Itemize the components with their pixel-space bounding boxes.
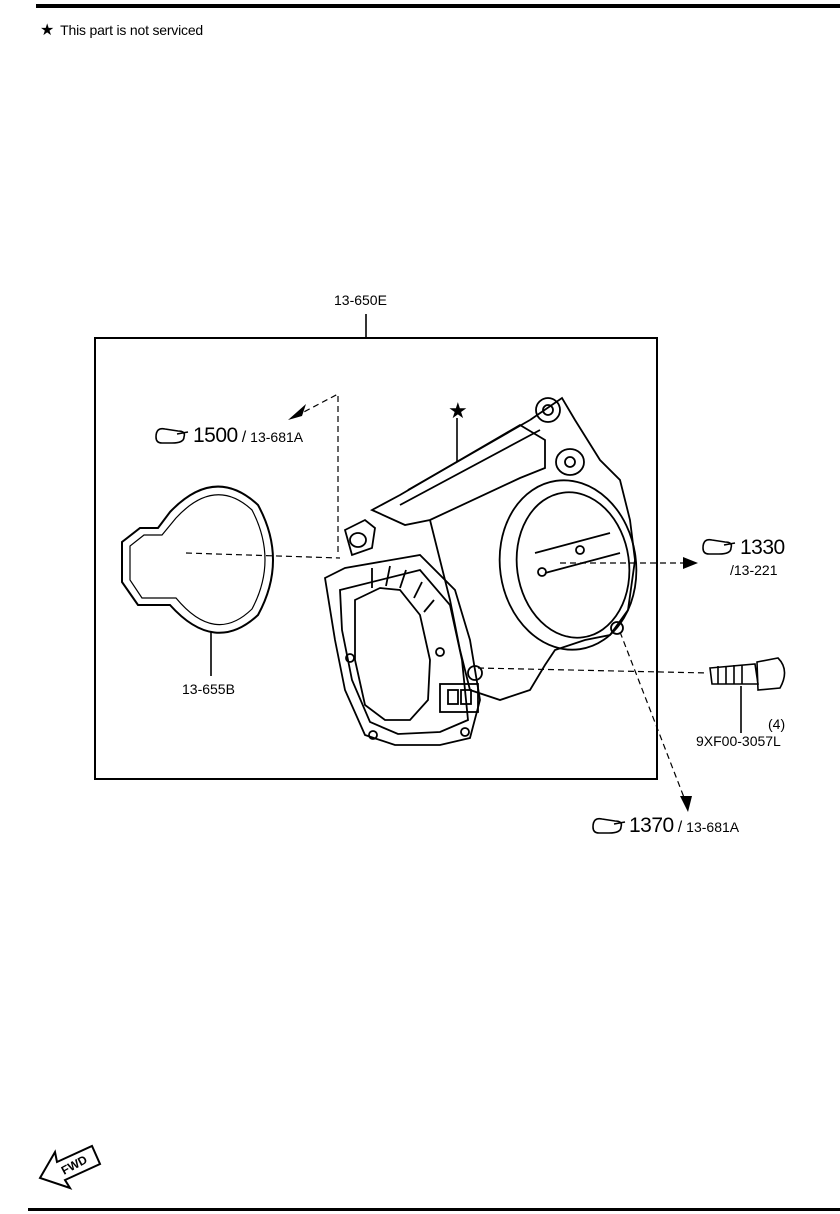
fwd-arrow-icon: FWD xyxy=(38,1144,102,1190)
ref-code: 13-681A xyxy=(250,429,304,445)
gasket-outline xyxy=(121,485,274,634)
throttle-body xyxy=(324,396,638,746)
legend-text: This part is not serviced xyxy=(60,22,203,38)
bolt-quantity: (4) xyxy=(768,716,786,732)
ref1-arrowhead xyxy=(288,404,306,420)
fwd-label: FWD xyxy=(59,1152,90,1177)
center-axis-line xyxy=(185,552,341,559)
ref-number: 1370 xyxy=(629,814,674,837)
ref2-arrowhead xyxy=(683,557,698,569)
ref-callout-1: 1500/13-681A xyxy=(193,424,304,447)
torque-icon xyxy=(155,427,189,444)
assembly-frame xyxy=(94,337,658,780)
assembly-part-number: 13-650E xyxy=(334,292,387,308)
not-serviced-star-icon: ★ xyxy=(448,399,468,424)
torque-icon xyxy=(592,817,626,834)
ref-code: 13-681A xyxy=(686,819,740,835)
bottom-rule xyxy=(28,1208,840,1211)
ref-callout-2-code: /13-221 xyxy=(730,562,778,578)
ref-callout-3: 1370/13-681A xyxy=(629,814,740,837)
star-icon: ★ xyxy=(40,22,55,39)
bolt-part xyxy=(709,657,786,691)
ref-callout-2-number: 1330 xyxy=(740,536,785,559)
bolt-part-number: 9XF00-3057L xyxy=(696,733,781,749)
ref3-leader xyxy=(619,631,686,801)
ref3-arrowhead xyxy=(680,796,692,812)
legend: ★ This part is not serviced xyxy=(40,20,203,40)
ref-number: 1500 xyxy=(193,424,238,447)
top-rule xyxy=(36,4,840,8)
ref1-leader xyxy=(299,393,339,552)
torque-icon xyxy=(702,538,736,555)
bolt-axis-line xyxy=(477,667,709,674)
gasket-part-number: 13-655B xyxy=(182,681,235,697)
